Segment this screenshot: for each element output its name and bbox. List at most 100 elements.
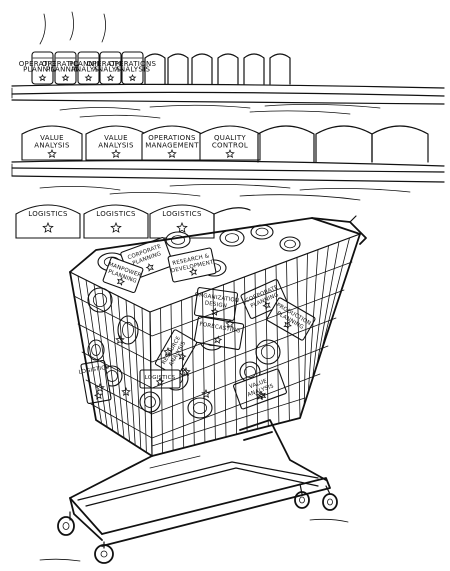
star-icon bbox=[111, 149, 121, 159]
loaf-label-line: MANAGEMENT bbox=[145, 142, 199, 150]
cart-wheel-front-right bbox=[94, 541, 114, 564]
jar-outline bbox=[217, 53, 239, 85]
cart-chassis bbox=[69, 419, 331, 547]
star-icon bbox=[167, 149, 177, 159]
loaf-item: LOGISTICS bbox=[15, 204, 81, 239]
loaf-label-line: VALUE bbox=[104, 134, 128, 142]
star-icon bbox=[225, 319, 235, 329]
package-label-line: DESIGN bbox=[204, 300, 227, 309]
star-icon bbox=[110, 221, 122, 233]
loaf-label-line: QUALITY bbox=[214, 134, 246, 142]
star-icon bbox=[61, 73, 70, 82]
loaf-label-line: CONTROL bbox=[212, 142, 248, 150]
cart-handle[interactable] bbox=[311, 215, 367, 245]
jar-label-line: OPERATIONS bbox=[42, 60, 90, 68]
jar-label-line: ANALYSIS bbox=[93, 66, 129, 74]
jar-label-line: PLANNING bbox=[46, 66, 85, 74]
star-icon bbox=[176, 221, 188, 233]
star-icon bbox=[116, 277, 126, 286]
can-item bbox=[187, 397, 213, 419]
cart-package: CORPORATEPLANNING bbox=[240, 279, 288, 319]
star-icon bbox=[115, 335, 125, 345]
star-icon bbox=[181, 367, 191, 377]
star-icon bbox=[93, 391, 103, 400]
jar-label-line: OPERATIONS bbox=[19, 60, 67, 68]
cart-package: LOGISTICS bbox=[78, 359, 112, 405]
package-label: LOGISTICS bbox=[78, 365, 110, 376]
loaf-label-line: ANALYSIS bbox=[98, 142, 134, 150]
loaf-outline bbox=[371, 125, 429, 163]
loaf-outline bbox=[315, 125, 373, 163]
can-item bbox=[279, 236, 301, 252]
loaf-label: LOGISTICS bbox=[28, 210, 68, 218]
star-icon bbox=[201, 389, 211, 399]
star-icon bbox=[145, 263, 154, 272]
jar-label-line: OPERATIONS bbox=[109, 60, 157, 68]
cart-package: RESEARCH &DEVELOPMENT bbox=[167, 247, 217, 283]
star-icon bbox=[38, 73, 47, 82]
cart-wheel-front-left bbox=[57, 511, 75, 536]
floor-lines bbox=[39, 518, 349, 562]
cart-wheel-back-left bbox=[294, 483, 310, 509]
star-icon bbox=[163, 347, 173, 357]
can-item bbox=[219, 229, 245, 247]
cart-package: ORGANIZATIONDESIGN bbox=[193, 287, 239, 321]
cart-wheel-back-right bbox=[322, 485, 338, 511]
package-label-line: LOGISTICS bbox=[78, 365, 110, 376]
jar-outline bbox=[243, 53, 265, 85]
loaf-outline bbox=[257, 125, 315, 163]
loaf-item: LOGISTICS bbox=[83, 204, 149, 239]
loaf-label-line: VALUE bbox=[40, 134, 64, 142]
star-icon bbox=[106, 73, 115, 82]
star-icon bbox=[283, 321, 292, 330]
cart-wire-mesh bbox=[69, 233, 361, 457]
star-icon bbox=[47, 149, 57, 159]
cart-package: LOGISTICS bbox=[139, 369, 181, 389]
star-icon bbox=[42, 221, 54, 233]
loaf-label: LOGISTICS bbox=[162, 210, 202, 218]
jar-outline bbox=[167, 53, 189, 85]
loaf-label-line: OPERATIONS bbox=[148, 134, 196, 142]
loaf-label-line: ANALYSIS bbox=[34, 142, 70, 150]
star-icon bbox=[262, 301, 271, 310]
bottom-shelf-loaves: LOGISTICS LOGISTICS LOGISTICS bbox=[15, 204, 251, 239]
star-icon bbox=[188, 267, 198, 276]
jar-label-line: PLANNING bbox=[69, 60, 108, 68]
star-icon bbox=[210, 307, 220, 316]
cart-package: MANPOWERPLANNING bbox=[102, 256, 144, 294]
star-icon bbox=[95, 383, 105, 393]
star-icon bbox=[155, 377, 165, 386]
star-icon bbox=[128, 73, 137, 82]
shelf-lines bbox=[11, 83, 445, 201]
loaf-outline bbox=[213, 207, 251, 235]
jar-outline bbox=[269, 53, 291, 85]
star-icon bbox=[84, 73, 93, 82]
jar-label-line: OPERATIONS bbox=[87, 60, 135, 68]
loaf-label: LOGISTICS bbox=[96, 210, 136, 218]
jar-label-line: ANALYSIS bbox=[71, 66, 107, 74]
star-icon bbox=[225, 149, 235, 159]
star-icon bbox=[257, 391, 267, 400]
jar-label-line: PLANNING bbox=[23, 66, 62, 74]
